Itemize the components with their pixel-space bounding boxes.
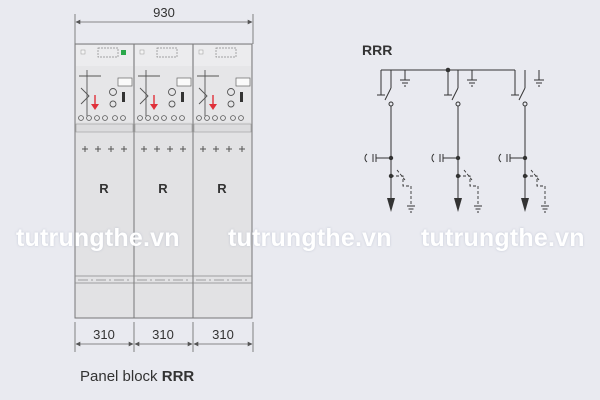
output-arrow — [387, 198, 395, 212]
panel-width-label-1: 310 — [93, 327, 115, 342]
socket-circle — [102, 115, 108, 121]
feeder-1 — [364, 70, 415, 213]
earth-switch-blade — [530, 169, 540, 181]
panel-band — [193, 123, 252, 133]
socket-circle — [86, 115, 92, 121]
socket-circle — [161, 115, 167, 121]
panel-1: R — [74, 43, 135, 319]
watermark-text-2: tutrungthe.vn — [228, 224, 392, 252]
operating-knob — [168, 88, 176, 96]
feeder-2 — [431, 70, 482, 213]
indicator-box — [215, 47, 237, 58]
socket-circle — [196, 115, 202, 121]
earth-switch-blade — [463, 169, 473, 181]
panel-label: R — [99, 181, 109, 196]
panel-label: R — [217, 181, 227, 196]
mimic-line — [139, 87, 149, 105]
panel-top-area — [194, 45, 251, 66]
switch-blade — [384, 87, 392, 101]
display-window — [235, 77, 251, 87]
output-arrow — [454, 198, 462, 212]
mimic-line — [80, 87, 90, 105]
socket-circle — [204, 115, 210, 121]
earth-switch-blade — [396, 169, 406, 181]
socket-circle — [238, 115, 244, 121]
display-window — [176, 77, 192, 87]
operating-knob — [109, 100, 117, 108]
operating-knob — [227, 100, 235, 108]
operating-knob — [168, 100, 176, 108]
position-indicator — [122, 92, 125, 102]
overall-width-label: 930 — [153, 5, 175, 20]
panel-width-label-2: 310 — [152, 327, 174, 342]
switch-contact — [388, 101, 394, 107]
figure-caption: Panel block RRR — [80, 368, 194, 385]
earth-switch-dashed — [525, 175, 546, 206]
panel-band — [75, 123, 134, 133]
display-window — [117, 77, 133, 87]
panel-label: R — [158, 181, 168, 196]
caption-emphasis: RRR — [161, 368, 195, 385]
status-light — [121, 50, 126, 55]
schematic-title: RRR — [362, 42, 392, 58]
socket-circle — [94, 115, 100, 121]
socket-circle — [112, 115, 118, 121]
earth-switch-dashed — [391, 175, 412, 206]
panel-top-area — [76, 45, 133, 66]
red-arrow-head — [91, 104, 99, 110]
panel-top-area — [135, 45, 192, 66]
red-arrow-head — [209, 104, 217, 110]
cap-arc — [364, 153, 368, 163]
mimic-line — [198, 87, 208, 105]
socket-circle — [137, 115, 143, 121]
cap-arc — [431, 153, 435, 163]
feeder-3 — [498, 70, 549, 213]
operating-knob — [227, 88, 235, 96]
switch-blade — [518, 87, 526, 101]
socket-circle — [171, 115, 177, 121]
panel-width-label-3: 310 — [212, 327, 234, 342]
panel-3: R — [192, 43, 253, 319]
socket-circle — [120, 115, 126, 121]
panel-width-dimensions: 310 310 310 — [74, 322, 254, 352]
switch-contact — [455, 101, 461, 107]
socket-circle — [153, 115, 159, 121]
small-indicator — [139, 49, 145, 55]
watermark-text-1: tutrungthe.vn — [16, 224, 180, 252]
cap-arc — [498, 153, 502, 163]
position-indicator — [181, 92, 184, 102]
operating-knob — [109, 88, 117, 96]
panel-band — [134, 123, 193, 133]
socket-circle — [179, 115, 185, 121]
socket-circle — [78, 115, 84, 121]
position-indicator — [240, 92, 243, 102]
switch-blade — [451, 87, 459, 101]
panel-2: R — [133, 43, 194, 319]
overall-width-dimension: 930 — [74, 5, 254, 44]
small-indicator — [80, 49, 86, 55]
socket-circle — [220, 115, 226, 121]
earth-switch-dashed — [458, 175, 479, 206]
socket-circle — [212, 115, 218, 121]
small-indicator — [198, 49, 204, 55]
socket-circle — [145, 115, 151, 121]
single-line-schematic: RRR — [362, 42, 549, 213]
switch-contact — [522, 101, 528, 107]
socket-circle — [230, 115, 236, 121]
output-arrow — [521, 198, 529, 212]
indicator-box — [156, 47, 178, 58]
indicator-box — [97, 47, 119, 58]
caption-prefix: Panel block — [80, 368, 158, 385]
red-arrow-head — [150, 104, 158, 110]
watermark-text-3: tutrungthe.vn — [421, 224, 585, 252]
